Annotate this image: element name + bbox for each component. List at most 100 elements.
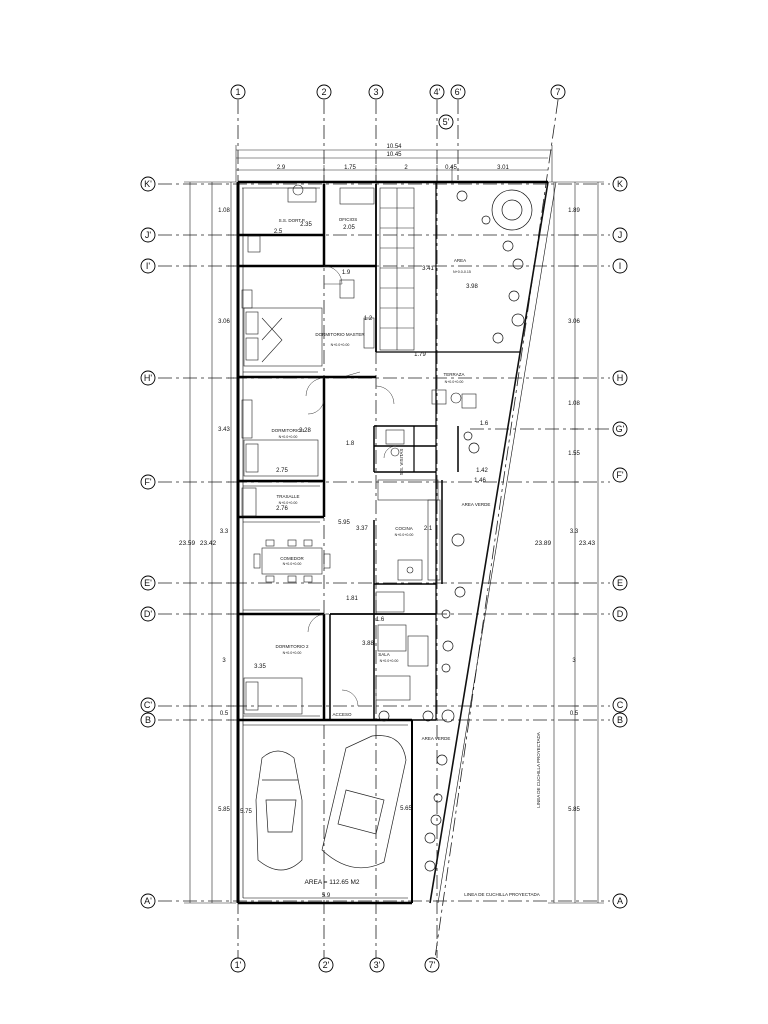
axis-label: E' [144, 578, 152, 588]
inner-dim: 5.95 [338, 520, 350, 526]
room-dormitorio-2-level: N+0.0+0.00 [283, 651, 302, 655]
dim-segment: 3.06 [568, 319, 580, 325]
inner-dim: 3.98 [466, 284, 478, 290]
axis-label: 3' [374, 960, 381, 970]
axis-bubble-right-j: J [612, 227, 628, 243]
room-comedor: COMEDOR [280, 556, 304, 561]
dim-segment: 2.9 [277, 165, 286, 171]
axis-label: 7' [429, 960, 436, 970]
dim-segment: 1.08 [568, 401, 580, 407]
inner-dim: 5.65 [400, 806, 412, 812]
room-area-level: N+0.0-0.15 [453, 270, 471, 274]
axis-label: 3 [373, 87, 378, 97]
axis-label: D [617, 609, 624, 619]
dimension-lines [184, 145, 604, 904]
dim-segment: 1.75 [344, 165, 356, 171]
room-labels: S.S. DORT.P. OFICIOS AREA N+0.0-0.15 DOR… [272, 217, 491, 741]
inner-dim: 1.79 [414, 352, 426, 358]
axis-bubbles-left: K' J' I' H' F' E' D' C' B A' [140, 176, 156, 909]
inner-dim: 1.6 [480, 421, 489, 427]
dim-segment: 3.01 [497, 165, 509, 171]
room-trasalle-level: N+0.0+0.00 [279, 501, 298, 505]
room-oficios: OFICIOS [339, 217, 358, 222]
dim-segment: 0.5 [220, 711, 229, 717]
room-dormitorio-2: DORMITORIO 2 [276, 644, 309, 649]
axis-label: F' [616, 470, 623, 480]
dim-segment: 2 [404, 165, 408, 171]
inner-dim: 3.35 [254, 664, 266, 670]
axis-bubble-left-b: B [140, 712, 156, 728]
dim-segment: 1.89 [568, 208, 580, 214]
axis-label: A [617, 896, 623, 906]
axis-bubble-right-h: H [612, 370, 628, 386]
room-area-verde-2: AREA VERDE [422, 736, 451, 741]
inner-dim: 3.37 [356, 526, 368, 532]
coffee-table [377, 624, 407, 652]
stairs [379, 187, 415, 351]
inner-dim: 1.9 [342, 270, 351, 276]
axis-bubble-left-i: I' [140, 258, 156, 274]
axis-bubble-right-f: F' [612, 467, 628, 483]
left-dimensions: 1.08 3.06 3.43 3.3 3 0.5 5.85 23.59 23.4… [179, 208, 231, 813]
bed-1 [243, 439, 319, 477]
dim-segment: 0.45 [445, 165, 457, 171]
axis-label: C' [144, 700, 152, 710]
dim-segment: 5.85 [218, 807, 230, 813]
room-cocina-level: N+0.0+0.00 [395, 533, 414, 537]
inner-dim: 1.81 [346, 596, 358, 602]
landscape-plants [378, 189, 533, 872]
axis-bubble-3-bottom: 3' [369, 957, 385, 973]
room-ss-visitas: S.S. VISITAS [399, 449, 404, 476]
axis-bubble-right-d: D [612, 606, 628, 622]
car-right [321, 735, 407, 869]
inner-dim: 3.88 [362, 641, 374, 647]
inner-dim: 1.8 [346, 441, 355, 447]
axis-bubble-5p: 5' [438, 114, 454, 130]
room-area-verde-1: AREA VERDE [462, 502, 491, 507]
dim-total-right-inner: 23.89 [535, 540, 552, 547]
axis-label: F' [144, 477, 151, 487]
inner-dim: 1.6 [376, 617, 385, 623]
dim-segment: 3.3 [570, 529, 579, 535]
room-dormitorio-master-level: N+0.0+0.00 [331, 343, 350, 347]
room-comedor-level: N+0.0+0.00 [283, 562, 302, 566]
axis-label: 6' [455, 87, 462, 97]
axis-label: 5' [443, 117, 450, 127]
axis-label: I' [146, 261, 151, 271]
axis-label: 4' [434, 87, 441, 97]
inner-dim: 1.42 [476, 468, 488, 474]
dim-segment: 0.5 [570, 711, 579, 717]
axis-bubbles-top: 1 2 3 4' 6' 7 5' [230, 84, 566, 130]
dim-segment: 3 [222, 658, 226, 664]
property-line-label-bottom: LINEA DE CUCHILLA PROYECTADA [464, 892, 539, 897]
axis-bubble-left-e: E' [140, 575, 156, 591]
room-sala: SALA [378, 652, 390, 657]
axis-label: D' [144, 609, 152, 619]
inner-dim: 2.35 [300, 222, 312, 228]
inner-dim: 2.75 [276, 468, 288, 474]
dim-total-width: 10.54 [386, 144, 402, 150]
axis-label: B [145, 715, 151, 725]
dim-segment: 3 [572, 658, 576, 664]
inner-dim: 5.9 [322, 893, 331, 899]
dining-table [261, 547, 323, 575]
room-area: AREA [454, 258, 466, 263]
sofa-top [375, 591, 405, 613]
top-dimensions: 10.54 10.45 2.9 1.75 2 0.45 3.01 [277, 144, 510, 171]
axis-bubble-left-h: H' [140, 370, 156, 386]
axis-label: G' [616, 424, 625, 434]
axis-bubble-2: 2 [316, 84, 332, 100]
axis-label: K' [144, 179, 152, 189]
axis-label: K [617, 179, 623, 189]
walls [236, 180, 548, 905]
axis-bubble-left-d: D' [140, 606, 156, 622]
inner-dim: 1.46 [474, 478, 486, 484]
property-line [429, 181, 557, 904]
inner-dim: 3.41 [422, 266, 434, 272]
tree [491, 189, 533, 231]
axis-bubbles-right: K J I H G' F' E D C B A [612, 176, 628, 909]
property-line-label-vertical: LINEA DE CUCHILLA PROYECTADA [536, 732, 541, 807]
axis-label: E [617, 578, 623, 588]
inner-dim: 1.2 [364, 316, 373, 322]
